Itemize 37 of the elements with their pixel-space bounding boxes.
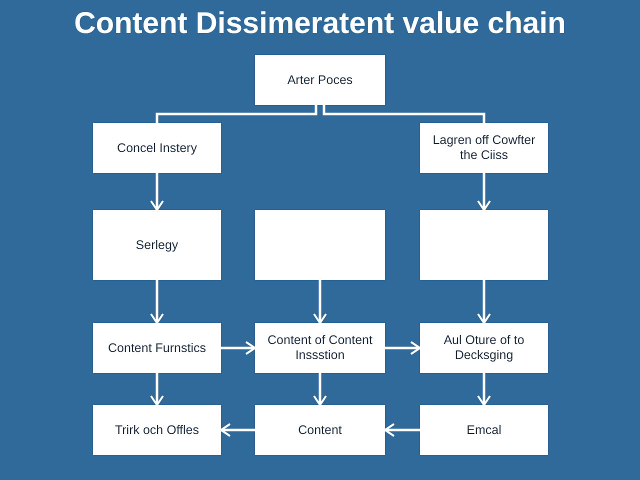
- arrow: [477, 173, 491, 211]
- process-box: [255, 210, 385, 280]
- arrow: [313, 280, 327, 324]
- arrow: [221, 341, 256, 355]
- process-box: [420, 405, 548, 455]
- box-label: Aul Oture of to Decksging: [442, 333, 526, 363]
- diagram-title: Content Dissimeratent value chain: [73, 6, 567, 42]
- process-box: [255, 323, 385, 373]
- arrow: [477, 373, 491, 406]
- box-label: Trirk och Offles: [114, 422, 200, 438]
- arrow: [477, 280, 491, 324]
- process-box: [420, 323, 548, 373]
- process-box: [93, 323, 221, 373]
- connector-line: [322, 105, 486, 123]
- box-label: Serlegy: [136, 238, 178, 252]
- process-box: [420, 210, 548, 280]
- arrow: [150, 280, 164, 324]
- arrow: [150, 373, 164, 406]
- process-box: [93, 210, 221, 280]
- process-box: [255, 55, 385, 105]
- arrow: [384, 423, 420, 437]
- process-box: [420, 123, 548, 173]
- box-label: Emcal: [466, 422, 502, 438]
- process-box: [255, 405, 385, 455]
- box-label: Arter Poces: [287, 72, 353, 88]
- arrow: [385, 341, 421, 355]
- box-label: Content of Content Inssstion: [266, 333, 374, 363]
- box-label: Content Furnstics: [108, 340, 206, 356]
- arrow: [150, 173, 164, 211]
- process-box: [93, 405, 221, 455]
- box-label: Content: [298, 422, 342, 438]
- box-label: Concel Instery: [117, 140, 197, 156]
- connector-line: [156, 105, 318, 123]
- process-box: [93, 123, 221, 173]
- arrow: [313, 373, 327, 406]
- box-label: Lagren off Cowfter the Ciiss: [432, 133, 536, 163]
- arrow: [220, 423, 255, 437]
